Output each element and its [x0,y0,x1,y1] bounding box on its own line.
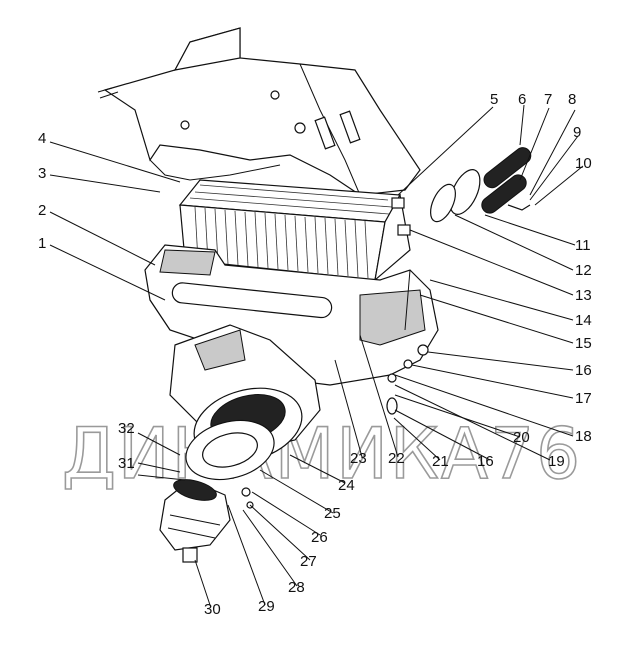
callout-23: 23 [350,450,367,467]
callout-4: 4 [38,130,46,147]
callout-9: 9 [573,124,581,141]
leader-lines [49,104,584,606]
callout-24: 24 [338,477,355,494]
callout-labels: 1 2 3 4 5 6 7 8 9 10 11 12 13 14 15 16 1… [38,91,592,618]
callout-12: 12 [575,262,592,279]
callout-21: 21 [432,453,449,470]
callout-15: 15 [575,335,592,352]
callout-28: 28 [288,579,305,596]
callout-22: 22 [388,450,405,467]
callout-16: 16 [575,362,592,379]
callout-5: 5 [490,91,498,108]
callout-25: 25 [324,505,341,522]
callout-2: 2 [38,202,46,219]
callout-31: 31 [118,455,135,472]
callout-32: 32 [118,420,135,437]
fan-shroud [169,324,321,481]
callout-7: 7 [544,91,552,108]
callout-6: 6 [518,91,526,108]
callout-30: 30 [204,601,221,618]
callout-16b: 16 [477,453,494,470]
callout-13: 13 [575,287,592,304]
callout-17: 17 [575,390,592,407]
callout-19: 19 [548,453,565,470]
callout-29: 29 [258,598,275,615]
callout-3: 3 [38,165,46,182]
fasteners [386,344,429,415]
callout-10: 10 [575,155,592,172]
callout-20: 20 [513,429,530,446]
hoses [430,147,532,223]
mounting-bracket [97,27,421,196]
callout-26: 26 [311,529,328,546]
callout-11: 11 [575,237,591,254]
fan-motor [159,479,254,563]
callout-27: 27 [300,553,317,570]
callout-14: 14 [575,312,592,329]
watermark: ДИНАМИКА76 [62,413,582,495]
callout-1: 1 [38,235,46,252]
callout-8: 8 [568,91,576,108]
callout-18: 18 [575,428,592,445]
